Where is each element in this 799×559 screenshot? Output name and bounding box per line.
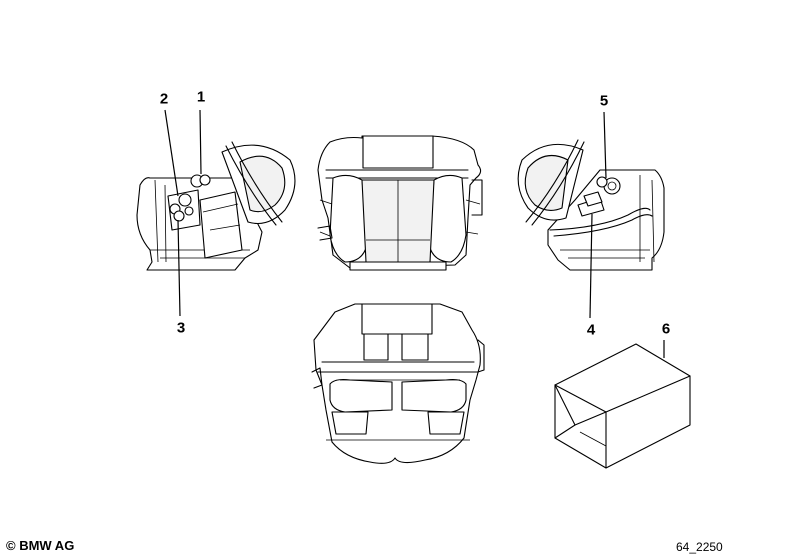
right-side-view <box>517 139 665 271</box>
diagram-code: 64_2250 <box>676 540 723 554</box>
copyright-label: © BMW AG <box>6 538 75 553</box>
callout-6[interactable]: 6 <box>661 320 671 338</box>
filter-box <box>554 343 691 469</box>
callout-1[interactable]: 1 <box>196 88 206 106</box>
leader-lines <box>164 109 665 358</box>
left-side-view <box>136 141 296 271</box>
callout-2[interactable]: 2 <box>159 90 169 108</box>
front-view <box>317 135 483 271</box>
bottom-view <box>311 303 485 464</box>
callout-4[interactable]: 4 <box>586 321 596 339</box>
callout-3[interactable]: 3 <box>176 319 186 337</box>
callout-5[interactable]: 5 <box>599 92 609 110</box>
